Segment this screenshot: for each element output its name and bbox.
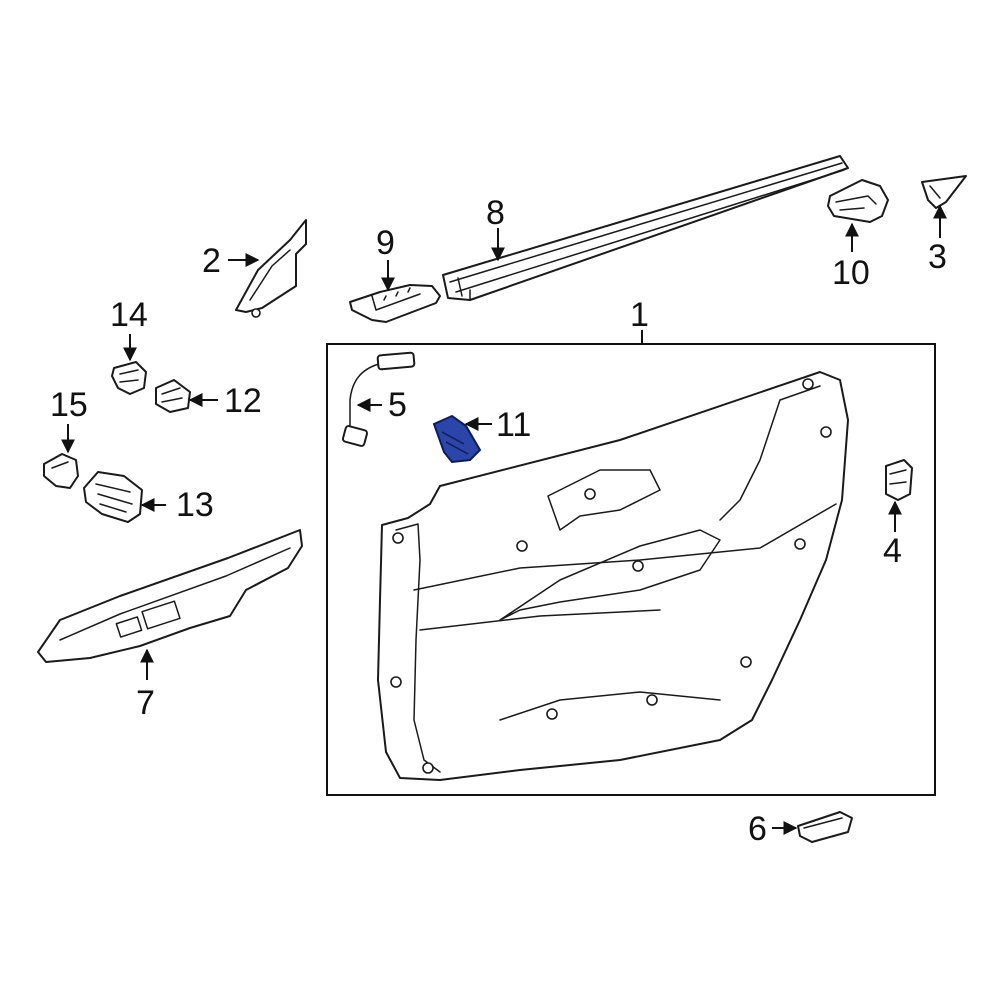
callout-3: 3 — [928, 238, 947, 276]
clip-part[interactable] — [885, 459, 913, 501]
callout-6: 6 — [748, 810, 767, 848]
callout-10: 10 — [832, 254, 870, 292]
callout-14: 14 — [110, 296, 148, 334]
armrest-bezel-part[interactable] — [37, 529, 303, 663]
switch-part[interactable] — [155, 379, 191, 413]
highlighted-bracket-part[interactable] — [432, 414, 482, 464]
connector-switch-part[interactable] — [43, 453, 79, 489]
callout-13: 13 — [176, 486, 214, 524]
knob-switch-part[interactable] — [111, 361, 147, 395]
callout-9: 9 — [376, 224, 395, 262]
callout-5: 5 — [388, 386, 407, 424]
mirror-cover-part[interactable] — [235, 219, 307, 318]
callout-7: 7 — [136, 684, 155, 722]
callout-11: 11 — [496, 406, 531, 444]
door-trim-panel-part[interactable] — [377, 371, 849, 781]
cap-cover-part[interactable] — [921, 175, 967, 209]
callout-1: 1 — [630, 296, 649, 334]
master-switch-part[interactable] — [83, 471, 143, 523]
callout-8: 8 — [486, 194, 505, 232]
belt-weatherstrip-part[interactable] — [442, 155, 849, 301]
callout-4: 4 — [883, 532, 902, 570]
bracket-part[interactable] — [349, 284, 441, 323]
callout-2: 2 — [202, 242, 221, 280]
end-bracket-part[interactable] — [827, 179, 889, 223]
leader-lines — [61, 204, 947, 835]
door-panel-frame — [326, 343, 936, 796]
callout-12: 12 — [224, 382, 262, 420]
pull-cover-part[interactable] — [797, 811, 853, 843]
callout-15: 15 — [50, 386, 88, 424]
wire-harness-part[interactable] — [341, 351, 416, 447]
callout-labels: 1 2 3 4 5 6 7 8 9 10 11 12 13 14 15 — [50, 194, 947, 848]
